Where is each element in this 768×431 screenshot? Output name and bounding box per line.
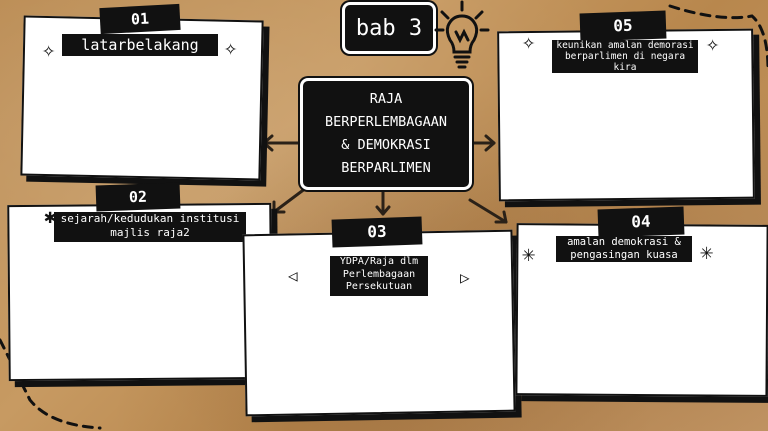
- arrow-to-02: [272, 186, 308, 214]
- triangle-right-icon: ▷: [460, 268, 470, 287]
- chapter-chip: bab 3: [342, 2, 436, 54]
- box-02-number: 02: [95, 182, 181, 212]
- arrow-to-01: [262, 134, 300, 152]
- box-03-title: YDPA/Raja dlm Perlembagaan Persekutuan: [330, 256, 428, 296]
- sparkle-icon: ✧: [522, 30, 536, 55]
- central-line-3: & DEMOKRASI: [341, 137, 431, 153]
- central-line-1: RAJA: [369, 91, 403, 107]
- chapter-label: bab 3: [355, 15, 423, 41]
- central-topic: RAJA BERPERLEMBAGAAN & DEMOKRASI BERPARL…: [300, 78, 472, 190]
- central-line-4: BERPARLIMEN: [341, 160, 431, 176]
- dashed-decoration-top: [668, 4, 768, 72]
- sparkle-icon: ✧: [224, 36, 238, 61]
- arrow-to-04: [468, 198, 508, 224]
- arrow-to-05: [466, 134, 496, 152]
- box-04-title: amalan demokrasi & pengasingan kuasa: [556, 236, 692, 262]
- sparkle-icon: ✧: [42, 38, 56, 63]
- asterisk-icon: ✱: [44, 204, 57, 228]
- central-line-2: BERPERLEMBAGAAN: [325, 114, 447, 130]
- triangle-left-icon: ◁: [288, 266, 298, 285]
- box-05-number: 05: [579, 10, 667, 42]
- box-02-title: sejarah/kedudukan institusi majlis raja2: [54, 212, 246, 242]
- lightbulb-icon: [434, 0, 490, 69]
- box-01-title: latarbelakang: [62, 34, 218, 56]
- box-05-title: keunikan amalan demorasi berparlimen di …: [552, 40, 698, 73]
- asterisk-icon: ✳: [522, 242, 536, 267]
- sparkle-icon: ✧: [706, 32, 720, 57]
- box-03-number: 03: [331, 216, 423, 248]
- asterisk-icon: ✳: [700, 240, 714, 265]
- arrow-to-03: [375, 186, 391, 216]
- box-04-number: 04: [597, 206, 685, 238]
- box-01-number: 01: [99, 3, 181, 35]
